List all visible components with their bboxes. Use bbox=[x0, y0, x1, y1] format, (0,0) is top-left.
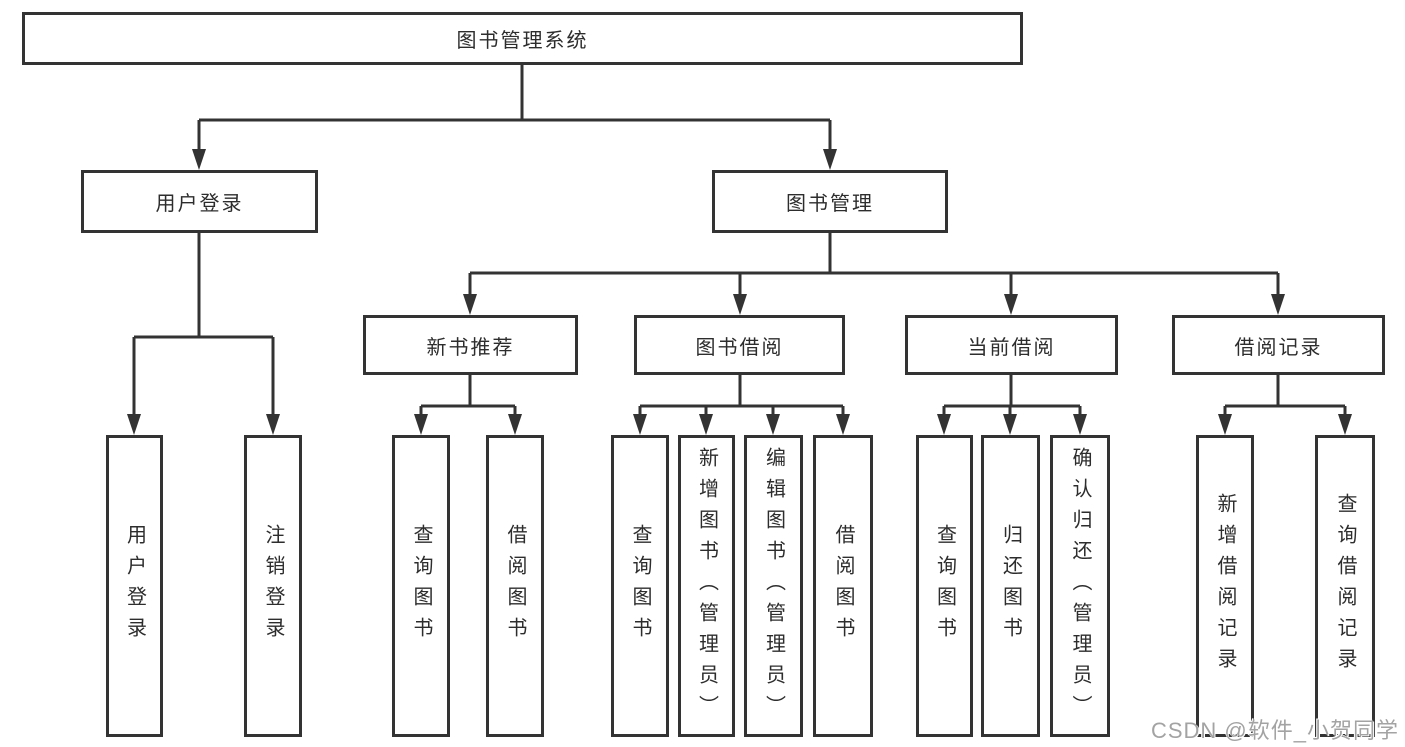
node-book-management: 图书管理 bbox=[712, 170, 948, 233]
node-user-login-module: 用户登录 bbox=[81, 170, 318, 233]
csdn-watermark: CSDN @软件_小贺同学 bbox=[1150, 718, 1399, 743]
node-borrow-books-2: 借阅图书 bbox=[813, 435, 873, 737]
node-add-books-admin: 新增图书（管理员） bbox=[678, 435, 735, 737]
node-logout: 注销登录 bbox=[244, 435, 302, 737]
node-query-books-3: 查询图书 bbox=[916, 435, 973, 737]
node-user-login: 用户登录 bbox=[106, 435, 163, 737]
node-confirm-return-admin: 确认归还（管理员） bbox=[1050, 435, 1110, 737]
node-add-borrow-record: 新增借阅记录 bbox=[1196, 435, 1254, 737]
node-book-borrowing: 图书借阅 bbox=[634, 315, 845, 375]
node-query-books-2: 查询图书 bbox=[611, 435, 669, 737]
node-return-books: 归还图书 bbox=[981, 435, 1040, 737]
node-edit-books-admin: 编辑图书（管理员） bbox=[744, 435, 803, 737]
node-library-system: 图书管理系统 bbox=[22, 12, 1023, 65]
node-borrow-books-1: 借阅图书 bbox=[486, 435, 544, 737]
node-borrowing-records: 借阅记录 bbox=[1172, 315, 1385, 375]
node-query-books-1: 查询图书 bbox=[392, 435, 450, 737]
node-query-borrow-record: 查询借阅记录 bbox=[1315, 435, 1375, 737]
node-current-borrowing: 当前借阅 bbox=[905, 315, 1118, 375]
arrowheads bbox=[127, 149, 1352, 435]
node-new-book-recommend: 新书推荐 bbox=[363, 315, 578, 375]
